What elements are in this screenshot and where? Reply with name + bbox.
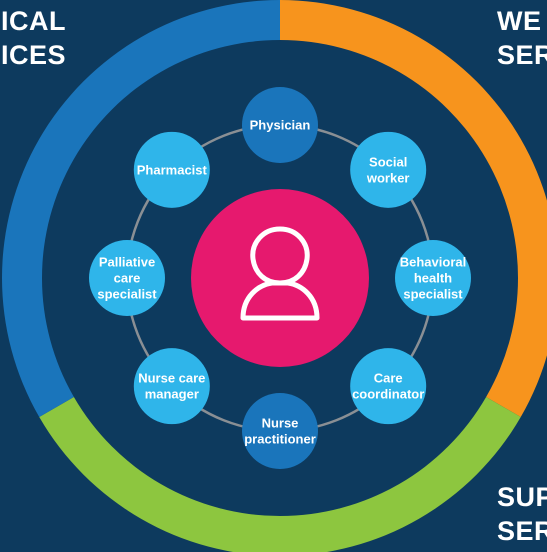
team-member-circle: [242, 393, 318, 469]
team-members: PhysicianSocialworkerBehavioralhealthspe…: [89, 87, 471, 469]
team-member-label: Nurse: [262, 416, 299, 431]
support-label-line1: SUP: [497, 482, 547, 512]
team-member-label: Palliative: [99, 255, 155, 270]
team-member-label: Care: [374, 371, 403, 386]
clinical-label-line1: ICAL: [1, 6, 66, 36]
team-member-circle: [89, 240, 165, 316]
team-member-label: Nurse care: [138, 371, 205, 386]
patient-center-circle: [191, 189, 369, 367]
team-member-circle: [133, 131, 210, 208]
support-label-line2: SER: [497, 516, 547, 546]
team-member-pharmacist: Pharmacist: [133, 131, 210, 208]
team-member-label: care: [114, 271, 141, 286]
team-member-label: worker: [366, 170, 410, 185]
team-member-label: manager: [145, 387, 199, 402]
clinical-label-line2: ICES: [0, 40, 66, 70]
clinical-services-label: ICAL ICES: [0, 4, 66, 72]
support-services-segment: [39, 397, 521, 552]
team-member-circle: [395, 240, 471, 316]
wellness-label-line1: WE: [497, 6, 542, 36]
team-member-circle: [350, 348, 427, 425]
team-member-circle: [242, 87, 318, 163]
team-member-label: health: [414, 271, 452, 286]
team-member-label: specialist: [97, 287, 157, 302]
person-icon: [240, 226, 320, 321]
clinical-services-segment: [2, 0, 281, 417]
team-member-label: Pharmacist: [137, 162, 208, 177]
wellness-services-segment: [280, 0, 547, 417]
wellness-services-label: WE SER: [497, 4, 547, 72]
team-member-label: Physician: [250, 118, 311, 133]
team-member-label: Behavioral: [400, 255, 466, 270]
team-member-label: specialist: [403, 287, 463, 302]
team-member-label: coordinator: [352, 387, 424, 402]
team-member-circle: [133, 348, 210, 425]
team-member-circle: [350, 131, 427, 208]
team-member-label: practitioner: [244, 432, 316, 447]
team-member-physician: Physician: [242, 87, 318, 163]
team-member-label: Social: [369, 154, 407, 169]
wellness-label-line2: SER: [497, 40, 547, 70]
support-services-label: SUP SER: [497, 480, 547, 548]
